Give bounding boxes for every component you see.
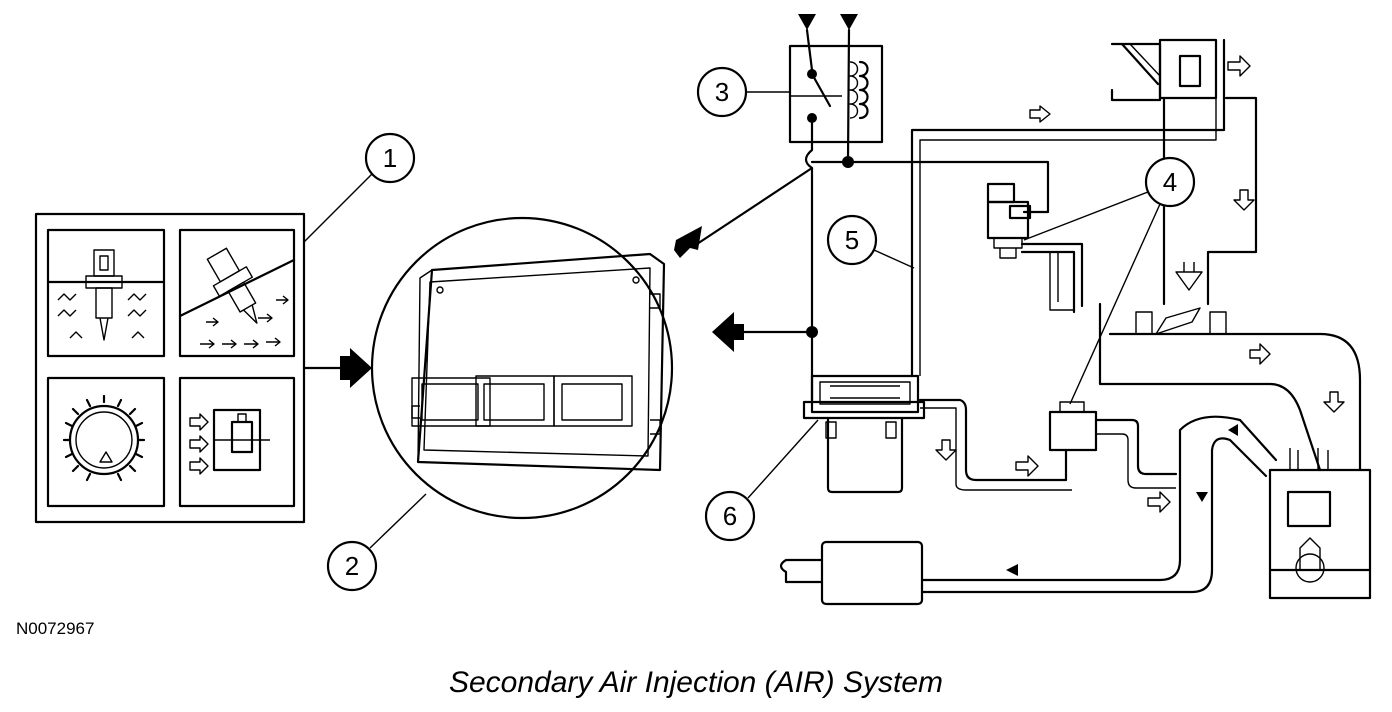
diagram-title: Secondary Air Injection (AIR) System bbox=[449, 666, 943, 699]
callout-6-label: 6 bbox=[723, 501, 737, 531]
exhaust-flow-arrows bbox=[1006, 424, 1238, 576]
callout-2: 2 bbox=[326, 493, 427, 592]
callout-5: 5 bbox=[826, 214, 915, 269]
throttle-plate bbox=[1135, 307, 1227, 335]
exhaust-pipe bbox=[920, 415, 1278, 594]
pcm-output-arrow bbox=[674, 226, 702, 258]
mass-air-flow-sensor-icon bbox=[178, 376, 296, 508]
callout-5-label: 5 bbox=[845, 225, 859, 255]
vacuum-line-outer bbox=[910, 38, 1226, 378]
callout-1-label: 1 bbox=[383, 143, 397, 173]
figure-code: N0072967 bbox=[16, 619, 94, 638]
muffler-icon bbox=[779, 540, 924, 606]
callout-3-label: 3 bbox=[715, 77, 729, 107]
solenoid-signal-wire bbox=[810, 160, 1050, 214]
input-signal-arrow bbox=[340, 348, 372, 388]
sensor-input-panel bbox=[34, 212, 306, 524]
relay-output-wire bbox=[804, 116, 814, 402]
air-temperature-sensor-icon bbox=[178, 228, 296, 358]
vacuum-line-inner bbox=[919, 46, 1217, 376]
callout-2-label: 2 bbox=[345, 551, 359, 581]
crankshaft-position-sensor-icon bbox=[46, 376, 166, 508]
air-hose-lower-inner bbox=[920, 407, 1072, 491]
callout-4-label: 4 bbox=[1163, 167, 1177, 197]
coolant-temperature-sensor-icon bbox=[46, 228, 166, 358]
air-pump-icon bbox=[802, 374, 926, 494]
intake-manifold bbox=[1098, 302, 1362, 472]
callout-4: 4 bbox=[1023, 156, 1196, 405]
powertrain-control-module-icon bbox=[370, 216, 674, 520]
callout-3: 3 bbox=[696, 66, 790, 118]
callout-1: 1 bbox=[303, 132, 416, 243]
air-hose-lower bbox=[918, 398, 1068, 482]
pcm-output-wire bbox=[692, 166, 814, 248]
pcm-feedback-arrow bbox=[712, 312, 744, 352]
engine-cylinder-icon bbox=[1268, 448, 1372, 600]
airflow-arrows bbox=[935, 105, 1171, 513]
solenoid-valve-icon bbox=[986, 182, 1084, 314]
relay-icon bbox=[788, 14, 884, 162]
callout-6: 6 bbox=[704, 419, 819, 542]
check-valve-icon bbox=[1048, 401, 1178, 489]
